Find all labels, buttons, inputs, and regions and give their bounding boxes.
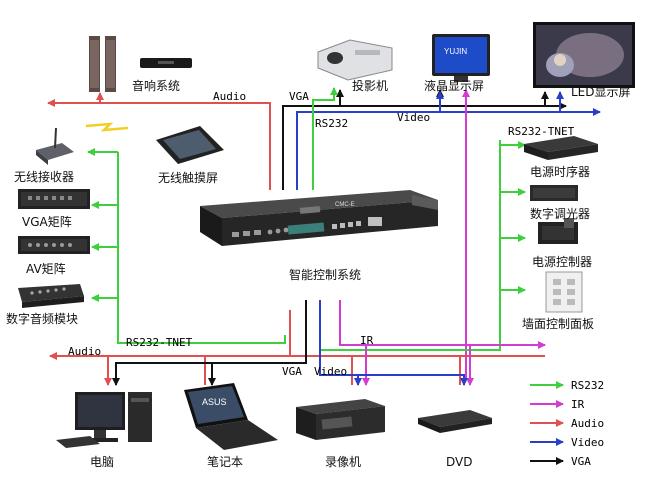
legend-vga-label: VGA xyxy=(571,455,591,468)
audio-module-image xyxy=(18,284,84,308)
video-bottom-bus xyxy=(319,300,468,386)
controller-image xyxy=(200,190,438,246)
audio-module-label: 数字音频模块 xyxy=(6,312,79,326)
lcd-brand: YUJIN xyxy=(444,47,468,56)
wireless-receiver-label: 无线接收器 xyxy=(14,170,75,184)
legend-rs232-label: RS232 xyxy=(571,379,605,392)
power-sequencer-label: 电源时序器 xyxy=(530,165,591,179)
av-matrix-label: AV矩阵 xyxy=(26,262,66,276)
rs232-left-bus xyxy=(87,148,286,344)
audio-top-label: Audio xyxy=(213,90,247,103)
wireless-touch-label: 无线触摸屏 xyxy=(158,171,219,185)
rs232-top-bus xyxy=(312,87,338,190)
lcd-label: 液晶显示屏 xyxy=(424,79,485,93)
lcd-screen-image xyxy=(432,34,490,82)
rs232-tnet-bottom-label: RS232-TNET xyxy=(126,336,193,349)
rs232-top-label: RS232 xyxy=(315,117,349,130)
laptop-image xyxy=(184,383,278,450)
rs232-tnet-right-label: RS232-TNET xyxy=(508,125,575,138)
dvd-label: DVD xyxy=(446,455,473,469)
projector-label: 投影机 xyxy=(352,79,389,93)
vcr-label: 录像机 xyxy=(325,455,362,469)
led-label: LED显示屏 xyxy=(571,85,631,99)
video-top-label: Video xyxy=(397,111,431,124)
legend-swatches xyxy=(530,381,564,465)
wall-panel-label: 墙面控制面板 xyxy=(522,317,595,331)
ir-bottom-bus xyxy=(339,300,546,386)
power-controller-image xyxy=(538,218,578,244)
rs232-right-bus xyxy=(319,140,526,351)
controller-label: 智能控制系统 xyxy=(289,268,362,282)
video-top-bus xyxy=(296,91,601,190)
video-bottom-label: Video xyxy=(314,365,348,378)
vga-top-label: VGA xyxy=(289,90,309,103)
audio-bottom-label: Audio xyxy=(68,345,102,358)
power-controller-label: 电源控制器 xyxy=(532,255,593,269)
dimmer-label: 数字调光器 xyxy=(530,207,591,221)
laptop-brand: ASUS xyxy=(202,397,227,407)
wireless-signal-icon xyxy=(85,122,129,132)
dvd-image xyxy=(418,410,492,433)
wireless-touch-image xyxy=(156,126,224,164)
vga-matrix-image xyxy=(18,189,90,209)
vcr-image xyxy=(296,399,385,440)
legend-ir-label: IR xyxy=(571,398,585,411)
speakers-image xyxy=(89,36,192,92)
pc-label: 电脑 xyxy=(90,455,115,469)
wireless-receiver-image xyxy=(36,127,74,165)
wall-panel-image xyxy=(545,271,583,313)
legend-audio-label: Audio xyxy=(571,417,605,430)
speakers-label: 音响系统 xyxy=(132,79,181,93)
power-sequencer-image xyxy=(524,136,598,160)
vga-bottom-label: VGA xyxy=(282,365,302,378)
audio-top-bus xyxy=(47,92,271,190)
ir-bottom-label: IR xyxy=(360,334,374,347)
pc-image xyxy=(56,392,152,448)
legend-video-label: Video xyxy=(571,436,605,449)
vga-matrix-label: VGA矩阵 xyxy=(22,215,72,229)
vga-bottom-bus xyxy=(112,300,307,386)
vga-top-bus xyxy=(282,89,567,190)
laptop-label: 笔记本 xyxy=(207,455,244,469)
projector-image xyxy=(317,39,393,81)
av-matrix-image xyxy=(18,236,90,254)
controller-badge: CMC-E xyxy=(335,202,355,208)
led-screen-image xyxy=(533,22,635,88)
dimmer-image xyxy=(530,185,578,201)
